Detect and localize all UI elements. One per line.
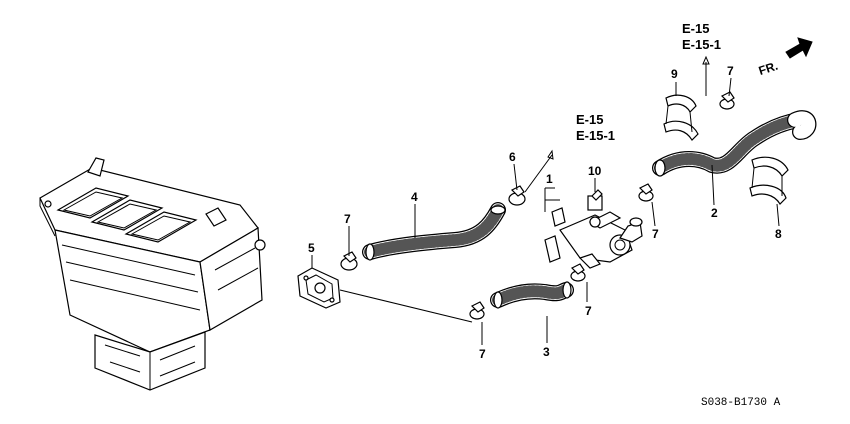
- callout-9: 9: [671, 67, 678, 81]
- leader-lines: [311, 55, 780, 345]
- callout-7-left: 7: [344, 212, 351, 226]
- callout-3: 3: [543, 345, 550, 359]
- callout-1: 1: [546, 172, 553, 186]
- hose-4: [362, 202, 506, 261]
- callout-10: 10: [588, 164, 602, 178]
- front-direction-arrow: FR.: [757, 37, 813, 78]
- callout-7-right: 7: [652, 227, 659, 241]
- callout-6: 6: [509, 150, 516, 164]
- callout-4: 4: [411, 190, 418, 204]
- callout-2: 2: [711, 206, 718, 220]
- ref-mid-line2: E-15-1: [576, 128, 615, 143]
- hose-clamps: [340, 91, 789, 320]
- front-label: FR.: [757, 59, 780, 78]
- water-valve: [544, 195, 643, 269]
- callout-5: 5: [308, 241, 315, 255]
- hose-3: [490, 281, 574, 309]
- diagram-code: S038-B1730 A: [701, 397, 781, 409]
- callout-7-bottom: 7: [479, 347, 486, 361]
- ref-mid-line1: E-15: [576, 112, 603, 127]
- callout-7-middle: 7: [585, 304, 592, 318]
- ref-top-line1: E-15: [682, 21, 709, 36]
- heater-unit: [39, 157, 266, 391]
- callout-7-top: 7: [727, 64, 734, 78]
- callout-8: 8: [775, 227, 782, 241]
- hose-2: [652, 110, 817, 177]
- ref-top-line2: E-15-1: [682, 37, 721, 52]
- gasket-5: [297, 267, 341, 309]
